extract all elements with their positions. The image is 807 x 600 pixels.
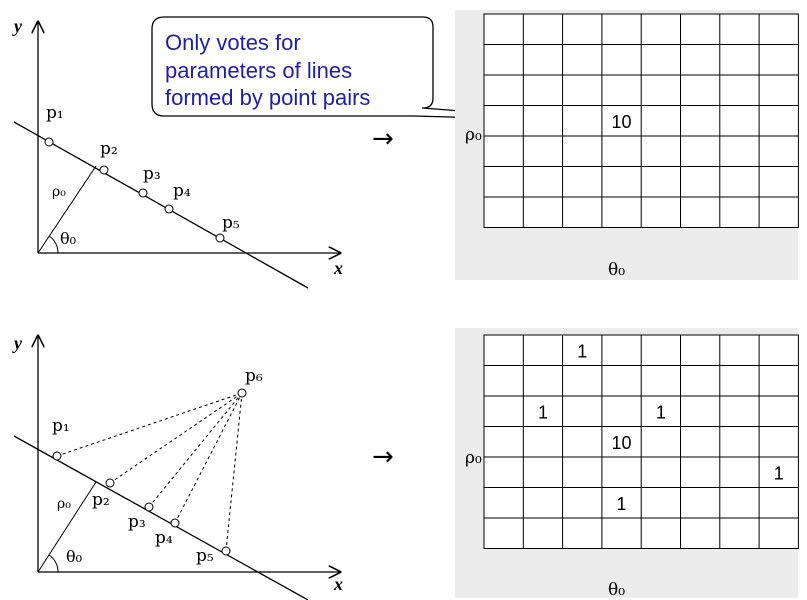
top-label-p5: p₅	[222, 213, 240, 233]
bottom-y-label: y	[12, 333, 23, 353]
top-theta-arc	[48, 235, 59, 254]
bottom-point-p3	[144, 502, 154, 512]
top-image-space: y x p₁ p₂ p₃ p₄ p₅ ρ₀ θ₀	[12, 16, 343, 289]
bottom-label-p1: p₁	[52, 416, 70, 436]
bottom-label-p6: p₆	[245, 366, 263, 386]
top-fitted-line	[13, 121, 309, 289]
top-point-p1	[44, 137, 54, 147]
bottom-point-p5	[221, 546, 231, 556]
bottom-image-space: y x p₁ p₂ p₃ p₄ p₅ p₆ ρ₀ θ₀	[12, 333, 343, 600]
vote-count: 10	[612, 112, 632, 132]
top-label-p4: p₄	[173, 181, 191, 201]
bottom-mapping-arrow: →	[372, 442, 394, 472]
bottom-accumulator: 1 1 1 10 1 1 ρ₀ θ₀	[455, 328, 799, 600]
vote-count: 1	[538, 402, 548, 422]
dashed-p6-p3	[148, 392, 243, 508]
top-accumulator: 10 ρ₀ θ₀	[455, 10, 799, 280]
bottom-theta-arc	[48, 554, 59, 573]
callout-bubble: Only votes for parameters of lines forme…	[151, 16, 594, 122]
top-label-p2: p₂	[100, 139, 118, 159]
bottom-grid-row-label: ρ₀	[465, 448, 482, 468]
dashed-p6-p5	[225, 392, 243, 552]
dashed-p6-p4	[174, 392, 243, 524]
callout-line-1: Only votes for	[165, 30, 301, 55]
top-x-label: x	[333, 258, 343, 278]
bottom-label-p5: p₅	[196, 546, 214, 566]
top-y-label: y	[12, 16, 23, 36]
dashed-p6-p1	[56, 392, 243, 457]
vote-count: 1	[774, 463, 784, 483]
bottom-fitted-line	[13, 435, 309, 600]
top-grid-row-label: ρ₀	[465, 125, 482, 145]
top-label-p1: p₁	[46, 103, 64, 123]
bottom-label-p3: p₃	[128, 512, 146, 532]
dashed-p6-p2	[109, 392, 243, 484]
callout-line-2: parameters of lines	[165, 58, 352, 83]
vote-count: 1	[617, 494, 627, 514]
bottom-rho-segment	[37, 481, 97, 573]
top-point-p5	[215, 233, 225, 243]
bottom-rho-label: ρ₀	[57, 496, 71, 512]
bottom-theta-label: θ₀	[66, 547, 82, 566]
vote-count: 10	[612, 433, 632, 453]
bottom-label-p4: p₄	[155, 528, 173, 548]
vote-count: 1	[577, 341, 587, 361]
top-rho-segment	[37, 165, 97, 254]
top-point-p4	[164, 204, 174, 214]
top-rho-label: ρ₀	[52, 184, 66, 200]
bottom-point-p2	[105, 478, 115, 488]
bottom-dashed-pairs	[56, 392, 243, 552]
bottom-point-p6	[237, 388, 247, 398]
bottom-point-p1	[52, 451, 62, 461]
top-label-p3: p₃	[143, 164, 161, 184]
bottom-grid-cells: 1 1 1 10 1 1	[538, 341, 784, 514]
bottom-grid-lines	[483, 334, 799, 549]
vote-count: 1	[656, 402, 666, 422]
top-grid-col-label: θ₀	[608, 260, 625, 280]
top-mapping-arrow: →	[372, 124, 394, 154]
top-theta-label: θ₀	[60, 229, 76, 248]
top-point-p3	[138, 188, 148, 198]
bottom-label-p2: p₂	[92, 490, 110, 510]
top-point-p2	[99, 165, 109, 175]
top-grid-lines	[483, 13, 799, 228]
bottom-point-p4	[170, 518, 180, 528]
top-grid-cells: 10	[612, 112, 632, 132]
bottom-x-label: x	[333, 574, 343, 594]
bottom-grid-col-label: θ₀	[608, 580, 625, 600]
callout-line-3: formed by point pairs	[165, 85, 370, 110]
